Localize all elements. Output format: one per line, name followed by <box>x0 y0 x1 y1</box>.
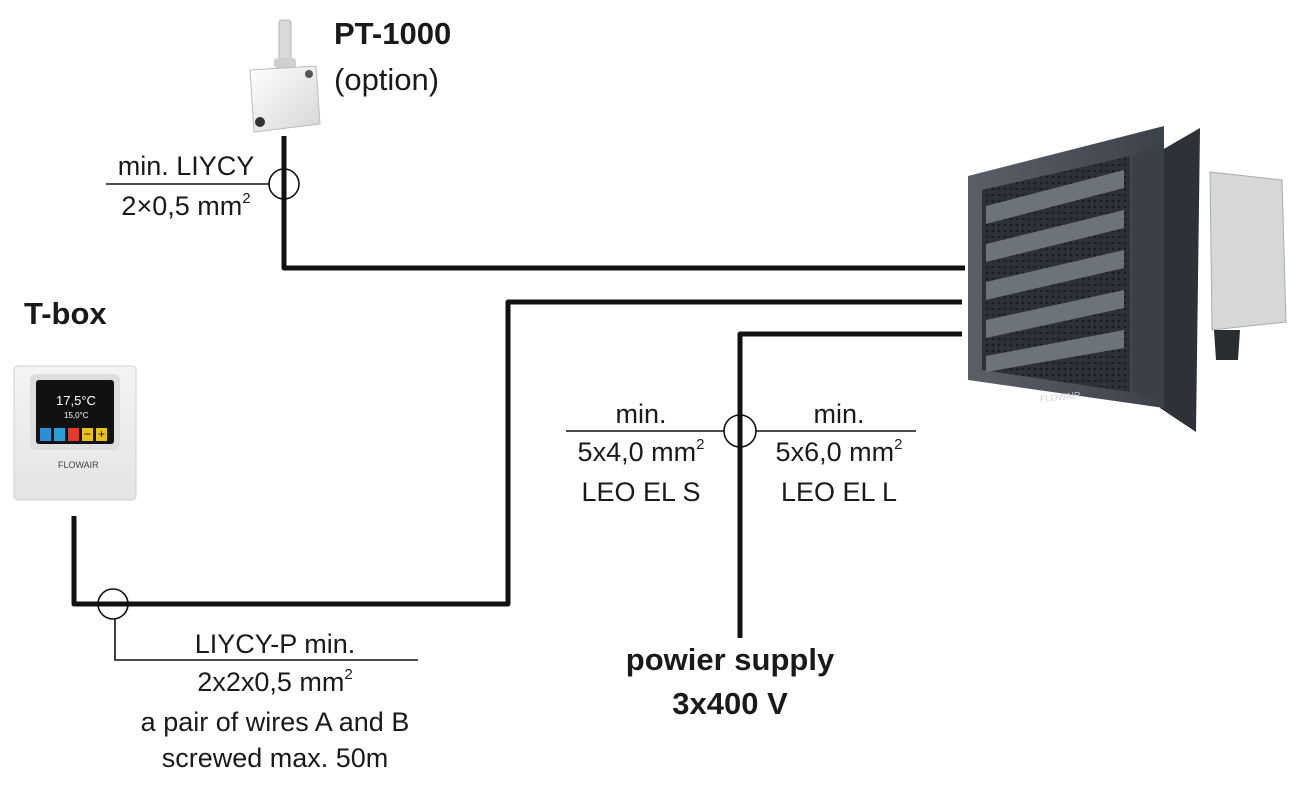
heater-unit <box>968 126 1287 432</box>
power-supply-label: powier supply <box>625 642 835 677</box>
tbox-controller <box>13 365 137 501</box>
tbox-cable-note-1: a pair of wires A and B <box>140 707 410 737</box>
pt1000-sensor <box>249 19 321 133</box>
wire-pt1000 <box>281 136 965 271</box>
power-s-model: LEO EL S <box>581 477 701 507</box>
tbox-screen-setpoint: 15,0°C <box>64 411 89 420</box>
tbox-cable-type: LIYCY-P min. <box>194 629 356 659</box>
tbox-minus-label: − <box>84 427 92 441</box>
stop-button-icon <box>68 428 79 441</box>
power-l-model: LEO EL L <box>780 477 898 507</box>
power-button-icon <box>40 428 51 441</box>
plus-button-icon <box>96 428 107 441</box>
cable-callouts <box>97 168 916 661</box>
tbox-brand-logo: FLOWAIR <box>58 460 99 470</box>
tbox-cable-size: 2x2x0,5 mm2 <box>197 666 353 697</box>
power-s-size: 5x4,0 mm2 <box>577 436 705 467</box>
tbox-title: T-box <box>24 296 107 331</box>
tbox-screen-temp: 17,5°C <box>56 393 96 408</box>
sensor-note: (option) <box>334 62 440 97</box>
minus-button-icon <box>82 428 93 441</box>
power-supply-voltage: 3x400 V <box>672 686 788 721</box>
sensor-cable-size: 2×0,5 mm2 <box>121 190 251 221</box>
mode-button-icon <box>54 428 65 441</box>
tbox-plus-label: + <box>98 427 106 441</box>
wire-tbox <box>71 299 962 607</box>
sensor-title: PT-1000 <box>334 16 452 51</box>
sensor-cable-type: min. LIYCY <box>117 151 255 181</box>
wire-power <box>737 331 962 638</box>
power-l-min: min. <box>813 399 865 429</box>
tbox-cable-note-2: screwed max. 50m <box>161 743 389 773</box>
power-s-min: min. <box>615 399 667 429</box>
wires <box>71 136 965 638</box>
power-l-size: 5x6,0 mm2 <box>775 436 903 467</box>
callout-circle-tbox <box>97 588 129 620</box>
